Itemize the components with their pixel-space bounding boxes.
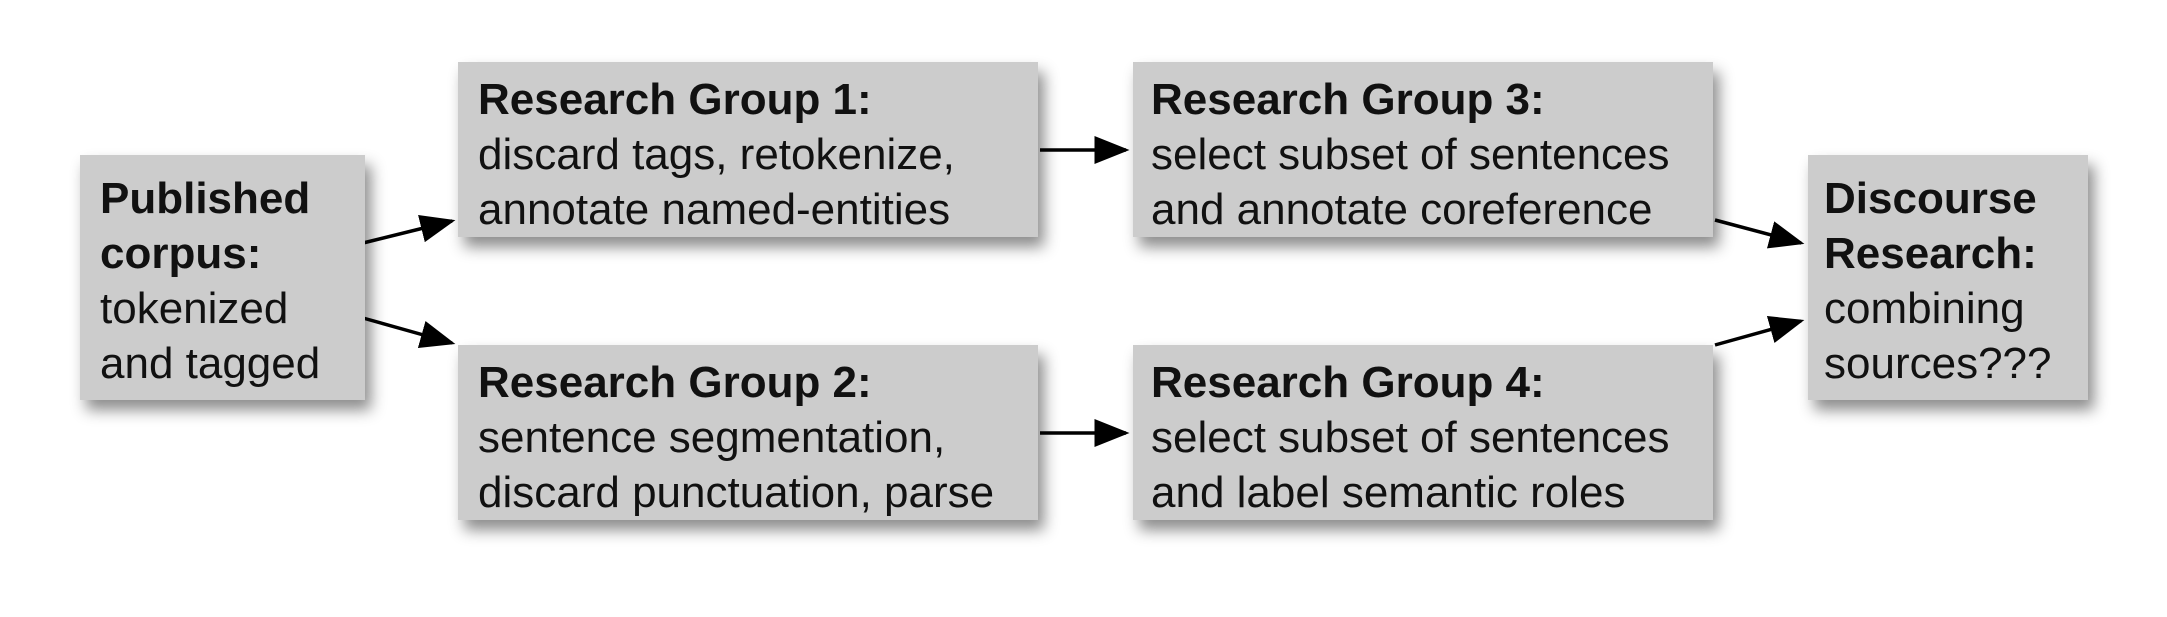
node-published-corpus: Published corpus: tokenized and tagged	[80, 155, 365, 400]
node-title: Research Group 1:	[478, 75, 872, 124]
node-research-group-1: Research Group 1: discard tags, retokeni…	[458, 62, 1038, 237]
node-title: Discourse Research:	[1824, 174, 2037, 278]
node-title: Research Group 2:	[478, 358, 872, 407]
arrow-published-to-rg2	[362, 316, 456, 348]
node-title: Research Group 3:	[1151, 75, 1545, 124]
node-body: sentence segmentation, discard punctuati…	[478, 413, 995, 517]
node-body: tokenized and tagged	[100, 284, 321, 388]
node-body: select subset of sentences and label sem…	[1151, 413, 1670, 517]
node-research-group-4: Research Group 4: select subset of sente…	[1133, 345, 1713, 520]
node-title: Research Group 4:	[1151, 358, 1545, 407]
node-title: Published corpus:	[100, 174, 311, 278]
arrow-rg4-to-discourse	[1714, 315, 1805, 347]
arrow-published-to-rg1	[362, 214, 456, 245]
node-discourse-research: Discourse Research: combining sources???	[1808, 155, 2088, 400]
node-body: discard tags, retokenize, annotate named…	[478, 130, 955, 234]
node-research-group-2: Research Group 2: sentence segmentation,…	[458, 345, 1038, 520]
node-body: select subset of sentences and annotate …	[1151, 130, 1670, 234]
arrow-rg3-to-discourse	[1714, 218, 1805, 249]
node-body: combining sources???	[1824, 284, 2052, 388]
node-research-group-3: Research Group 3: select subset of sente…	[1133, 62, 1713, 237]
